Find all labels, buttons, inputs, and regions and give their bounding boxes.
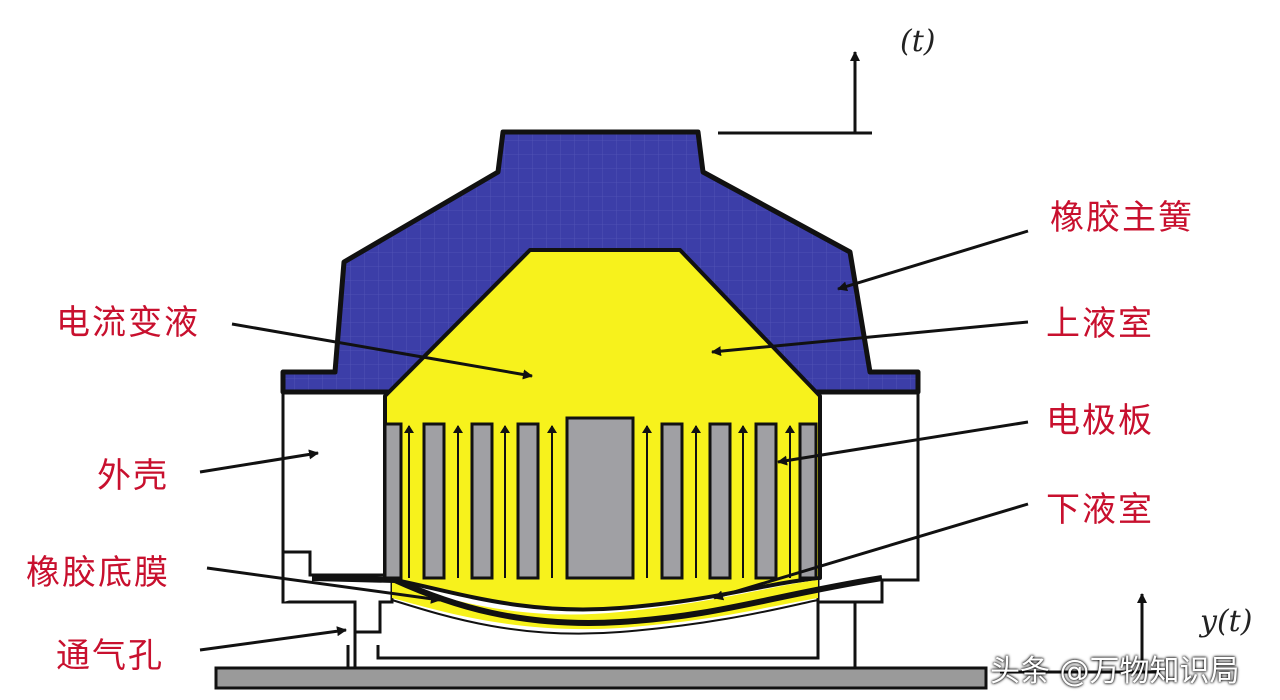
electrode-plate [470, 422, 494, 580]
leader-arrows [199, 229, 1029, 652]
arrow-electrode-plate [777, 420, 1029, 466]
label-rubber-membrane: 橡胶底膜 [26, 553, 170, 593]
arrow-rubber-membrane [206, 566, 441, 604]
variable-bottom-input: y(t) [1200, 604, 1253, 639]
watermark: 头条 @万物知识局 [990, 654, 1240, 689]
label-upper-chamber: 上液室 [1046, 304, 1154, 344]
electrode-plate [383, 422, 403, 580]
arrow-upper-chamber [711, 320, 1029, 357]
top-input-indicator [718, 51, 872, 135]
label-outer-shell: 外壳 [97, 456, 169, 496]
rubber-membrane [311, 575, 883, 626]
bottom-input-indicator [1000, 593, 1160, 674]
fluid-flow-arrows [404, 425, 795, 578]
electrode-plates [383, 416, 818, 580]
base-plate [214, 666, 988, 690]
label-vent-hole: 通气孔 [56, 636, 164, 676]
electrode-plate [422, 422, 446, 580]
label-electrode-plate: 电极板 [1046, 401, 1154, 441]
electrode-plate [754, 422, 778, 580]
label-rubber-main-spring: 橡胶主簧 [1050, 198, 1194, 238]
variable-top-input: (t) [900, 24, 936, 59]
arrow-lower-chamber [713, 502, 1029, 601]
electrode-plate-center [565, 416, 635, 580]
electrode-plate [516, 422, 540, 580]
arrow-outer-shell [199, 449, 319, 474]
electrode-plate [708, 422, 732, 580]
label-er-fluid: 电流变液 [56, 303, 200, 343]
arrow-rubber-main-spring [837, 229, 1029, 292]
electrode-plate [660, 422, 684, 580]
label-lower-chamber: 下液室 [1046, 490, 1154, 530]
arrow-er-fluid [231, 322, 533, 380]
electrode-plate [798, 422, 818, 580]
arrow-vent-hole [199, 626, 347, 652]
